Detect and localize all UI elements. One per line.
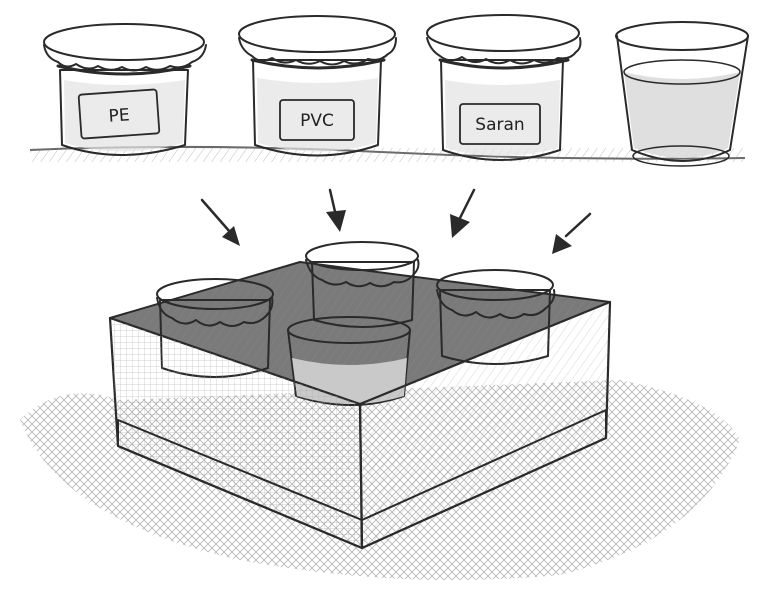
jar-lid xyxy=(239,16,395,52)
arrow-head xyxy=(552,234,572,254)
arrow-4 xyxy=(552,214,590,254)
arrow-head xyxy=(326,210,346,232)
jar-label: PE xyxy=(108,105,130,126)
jar-lid xyxy=(427,15,579,51)
arrow-head xyxy=(222,226,240,246)
jar-saran: Saran xyxy=(427,15,581,160)
arrow-3 xyxy=(450,190,474,238)
arrow-2 xyxy=(326,190,346,232)
jar-open-glass xyxy=(616,22,748,166)
glass-water xyxy=(624,72,740,158)
jar-pvc: PVC xyxy=(239,16,396,156)
jar-label: Saran xyxy=(475,115,524,135)
glass-rim xyxy=(616,22,748,50)
arrow-1 xyxy=(202,200,240,246)
jar-lid xyxy=(44,24,204,60)
jar-label: PVC xyxy=(300,111,334,131)
jar-pe: PE xyxy=(44,24,206,155)
